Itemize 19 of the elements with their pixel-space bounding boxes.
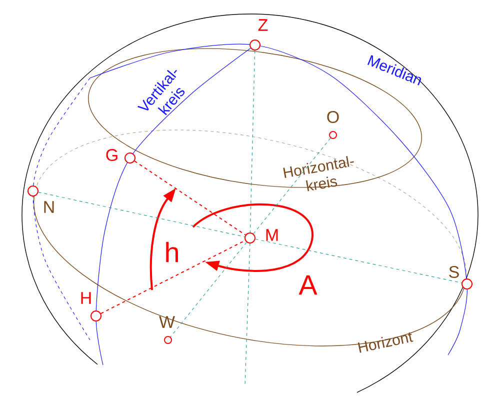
point-label: N: [44, 201, 54, 213]
point-label: G: [106, 148, 118, 162]
point-label: Z: [258, 19, 268, 31]
connector-line: [170, 242, 247, 338]
connector-line: [134, 160, 246, 236]
point-label: W: [159, 316, 175, 328]
point-label: S: [449, 266, 459, 278]
point-label: M: [266, 229, 278, 241]
point-label: O: [327, 110, 339, 124]
diagram-label: h: [166, 242, 178, 262]
connector-line: [255, 238, 462, 284]
connector-line: [100, 240, 246, 314]
point-label: H: [81, 292, 91, 304]
connector-line: [38, 192, 245, 238]
connector-line: [250, 50, 256, 233]
diagram-label: Horizontal- kreis: [283, 156, 354, 192]
connector-line: [253, 138, 331, 234]
diagram-label: Horizont: [358, 332, 414, 353]
diagram-label: A: [298, 275, 318, 295]
